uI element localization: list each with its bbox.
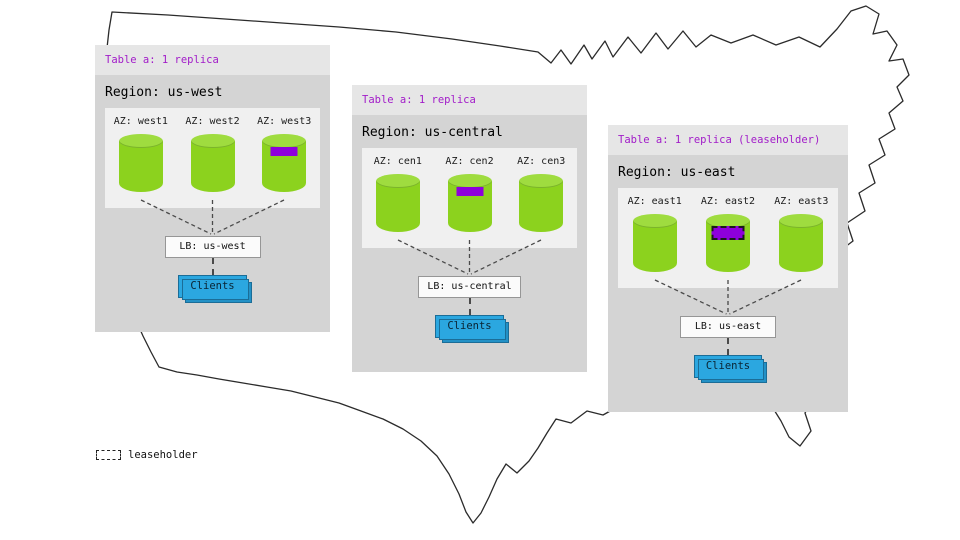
az-label: AZ: cen2 [445, 156, 494, 167]
legend: leaseholder [96, 449, 198, 461]
cylinder-top [118, 134, 163, 148]
db-cylinder-icon [190, 134, 235, 192]
az-cell-east1: AZ: east1 [618, 196, 691, 272]
az-container: AZ: cen1 AZ: cen2 AZ: cen3 [362, 148, 577, 248]
db-cylinder-icon [375, 174, 420, 232]
az-label: AZ: east3 [774, 196, 829, 207]
az-label: AZ: cen3 [517, 156, 566, 167]
cylinder-top [632, 214, 677, 228]
cylinder-top [447, 174, 492, 188]
region-title: Region: us-east [618, 165, 736, 180]
region-panel-us-west: Table a: 1 replica Region: us-west AZ: w… [95, 45, 330, 332]
az-label: AZ: cen1 [373, 156, 422, 167]
db-cylinder-icon [118, 134, 163, 192]
load-balancer-box: LB: us-central [418, 276, 521, 298]
clients-box: Clients [178, 275, 252, 303]
db-cylinder-icon [705, 214, 750, 272]
cylinder-body [519, 181, 564, 232]
db-cylinder-icon [447, 174, 492, 232]
az-label: AZ: east1 [627, 196, 682, 207]
lb-clients-connector [727, 338, 729, 355]
leaseholder-replica-marker [711, 226, 745, 240]
az-cell-west2: AZ: west2 [177, 116, 249, 192]
replica-marker [270, 147, 298, 156]
az-label: AZ: west3 [257, 116, 312, 127]
cylinder-top [375, 174, 420, 188]
load-balancer-box: LB: us-west [164, 236, 261, 258]
cylinder-top [190, 134, 235, 148]
cylinder-top [705, 214, 750, 228]
db-cylinder-icon [262, 134, 307, 192]
az-cell-west3: AZ: west3 [248, 116, 320, 192]
legend-label: leaseholder [128, 449, 198, 461]
region-title: Region: us-west [105, 85, 223, 100]
lb-clients-connector [211, 258, 214, 275]
az-label: AZ: east2 [700, 196, 756, 207]
leaseholder-legend-icon [96, 450, 121, 460]
region-title: Region: us-central [362, 125, 503, 140]
cylinder-body [190, 141, 235, 192]
clients-box: Clients [693, 355, 768, 383]
az-cell-cen3: AZ: cen3 [505, 156, 577, 232]
table-replica-header: Table a: 1 replica (leaseholder) [608, 125, 848, 155]
cylinder-body [632, 221, 677, 272]
load-balancer-box: LB: us-east [680, 316, 776, 338]
cylinder-body [779, 221, 824, 272]
cylinder-body [118, 141, 163, 192]
az-cell-east3: AZ: east3 [765, 196, 838, 272]
db-cylinder-icon [632, 214, 677, 272]
clients-box: Clients [435, 315, 509, 343]
lb-clients-connector [468, 298, 471, 315]
cylinder-top [262, 134, 307, 148]
az-cell-cen1: AZ: cen1 [362, 156, 434, 232]
db-cylinder-icon [779, 214, 824, 272]
cylinder-body [375, 181, 420, 232]
az-label: AZ: west1 [113, 116, 168, 127]
cylinder-top [779, 214, 824, 228]
table-replica-header: Table a: 1 replica [352, 85, 587, 115]
replica-marker [456, 187, 483, 196]
table-replica-header: Table a: 1 replica [95, 45, 330, 75]
az-container: AZ: west1 AZ: west2 AZ: west3 [105, 108, 320, 208]
az-cell-west1: AZ: west1 [105, 116, 177, 192]
region-panel-us-east: Table a: 1 replica (leaseholder) Region:… [608, 125, 848, 412]
az-container: AZ: east1 AZ: east2 AZ: east3 [618, 188, 838, 288]
cylinder-top [519, 174, 564, 188]
az-cell-cen2: AZ: cen2 [434, 156, 506, 232]
db-cylinder-icon [519, 174, 564, 232]
region-panel-us-central: Table a: 1 replica Region: us-central AZ… [352, 85, 587, 372]
az-label: AZ: west2 [185, 116, 240, 127]
az-cell-east2: AZ: east2 [691, 196, 764, 272]
